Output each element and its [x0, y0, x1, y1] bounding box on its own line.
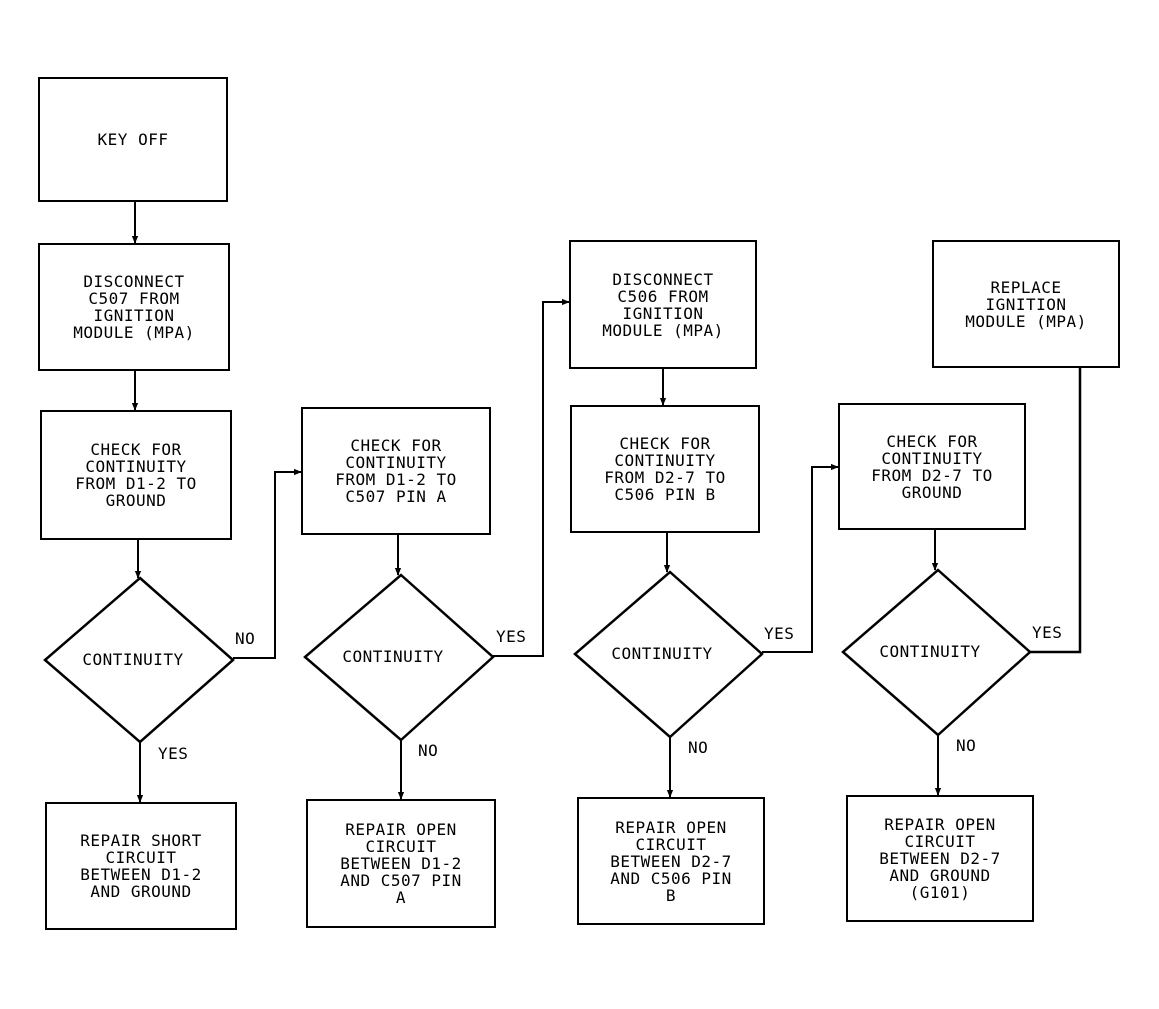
box-check-d2-c506: CHECK FOR CONTINUITY FROM D2-7 TO C506 P… [570, 405, 760, 533]
box-check-d1-c507-text: CHECK FOR CONTINUITY FROM D1-2 TO C507 P… [335, 436, 457, 506]
label-d3-no: NO [688, 738, 709, 757]
decision-2-text: CONTINUITY [342, 647, 444, 666]
box-replace-module: REPLACE IGNITION MODULE (MPA) [932, 240, 1120, 368]
arrow-diamond2-yes [493, 298, 570, 657]
decision-diamond-4 [841, 568, 1032, 737]
box-check-d2-ground: CHECK FOR CONTINUITY FROM D2-7 TO GROUND [838, 403, 1026, 530]
line-diamond4-yes-to-replace [1030, 368, 1082, 654]
label-d4-yes: YES [1032, 623, 1063, 642]
box-key-off-text: KEY OFF [97, 130, 169, 149]
box-repair-open-d1-c507: REPAIR OPEN CIRCUIT BETWEEN D1-2 AND C50… [306, 799, 496, 928]
label-d1-yes: YES [158, 744, 189, 763]
decision-diamond-3 [573, 570, 764, 739]
box-repair-open-d2-c506: REPAIR OPEN CIRCUIT BETWEEN D2-7 AND C50… [577, 797, 765, 925]
box-key-off: KEY OFF [38, 77, 228, 202]
box-repair-open-d2-c506-text: REPAIR OPEN CIRCUIT BETWEEN D2-7 AND C50… [610, 817, 732, 905]
box-repair-short: REPAIR SHORT CIRCUIT BETWEEN D1-2 AND GR… [45, 802, 237, 930]
box-disconnect-c506: DISCONNECT C506 FROM IGNITION MODULE (MP… [569, 240, 757, 369]
decision-diamond-2 [303, 573, 495, 742]
box-repair-open-d1-c507-text: REPAIR OPEN CIRCUIT BETWEEN D1-2 AND C50… [340, 820, 462, 907]
box-repair-open-d2-ground: REPAIR OPEN CIRCUIT BETWEEN D2-7 AND GRO… [846, 795, 1034, 922]
decision-3-text: CONTINUITY [611, 644, 713, 663]
label-d1-no: NO [235, 629, 256, 648]
box-repair-short-text: REPAIR SHORT CIRCUIT BETWEEN D1-2 AND GR… [80, 831, 202, 901]
arrow-diamond3-yes [762, 463, 839, 653]
decision-diamond-1 [43, 576, 235, 744]
box-check-d1-ground-text: CHECK FOR CONTINUITY FROM D1-2 TO GROUND [75, 440, 197, 510]
box-check-d1-c507: CHECK FOR CONTINUITY FROM D1-2 TO C507 P… [301, 407, 491, 535]
label-d2-yes: YES [496, 627, 527, 646]
label-d4-no: NO [956, 736, 977, 755]
box-replace-module-text: REPLACE IGNITION MODULE (MPA) [965, 277, 1087, 331]
decision-4-text: CONTINUITY [879, 642, 981, 661]
box-check-d1-ground: CHECK FOR CONTINUITY FROM D1-2 TO GROUND [40, 410, 232, 540]
label-d2-no: NO [418, 741, 439, 760]
box-check-d2-ground-text: CHECK FOR CONTINUITY FROM D2-7 TO GROUND [871, 431, 993, 502]
box-disconnect-c506-text: DISCONNECT C506 FROM IGNITION MODULE (MP… [602, 269, 724, 340]
box-disconnect-c507-text: DISCONNECT C507 FROM IGNITION MODULE (MP… [73, 272, 195, 342]
box-check-d2-c506-text: CHECK FOR CONTINUITY FROM D2-7 TO C506 P… [604, 434, 726, 504]
decision-1-text: CONTINUITY [82, 650, 184, 669]
label-d3-yes: YES [764, 624, 795, 643]
arrow-diamond1-no [233, 468, 302, 659]
box-repair-open-d2-ground-text: REPAIR OPEN CIRCUIT BETWEEN D2-7 AND GRO… [879, 815, 1001, 902]
box-disconnect-c507: DISCONNECT C507 FROM IGNITION MODULE (MP… [38, 243, 230, 371]
